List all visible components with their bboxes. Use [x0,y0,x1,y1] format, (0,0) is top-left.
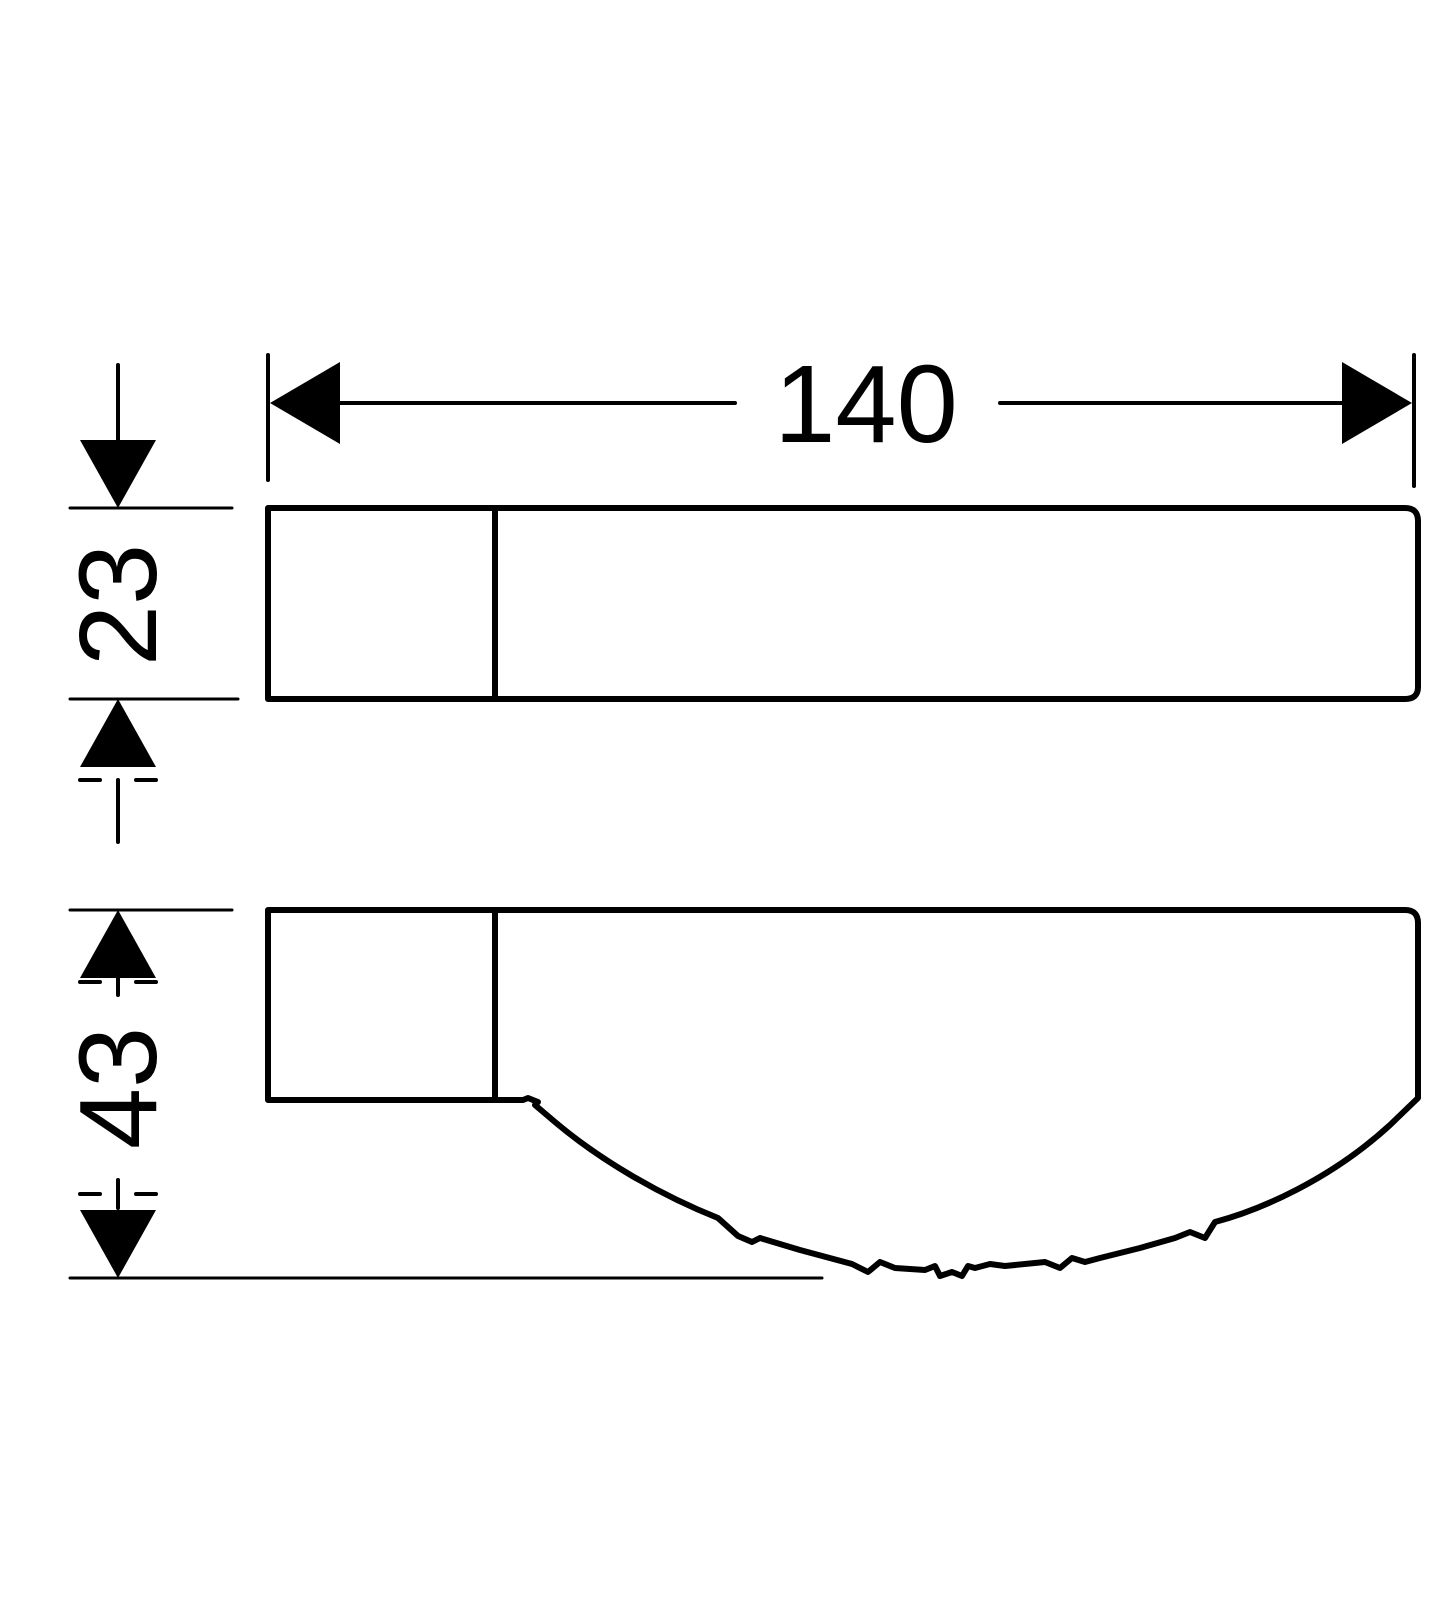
bottom-height-dimension-label: 43 [57,1027,180,1149]
top-height-dimension [68,363,240,844]
width-arrow-right-icon [1342,362,1412,444]
top-view-outline [265,505,1421,702]
bottom-height-arrow-up-icon [80,910,156,978]
width-arrow-left-icon [270,362,340,444]
front-view [265,907,1421,1279]
bottom-height-dimension [68,908,824,1280]
top-view [265,505,1421,702]
bottom-height-arrow-down-icon [80,1210,156,1278]
front-view-outline [265,907,1421,1279]
width-dimension-label: 140 [774,343,958,466]
top-height-arrow-down-icon [80,440,156,508]
top-height-dimension-label: 23 [57,544,180,666]
top-height-arrow-up-icon [80,699,156,767]
width-dimension [266,353,1416,488]
